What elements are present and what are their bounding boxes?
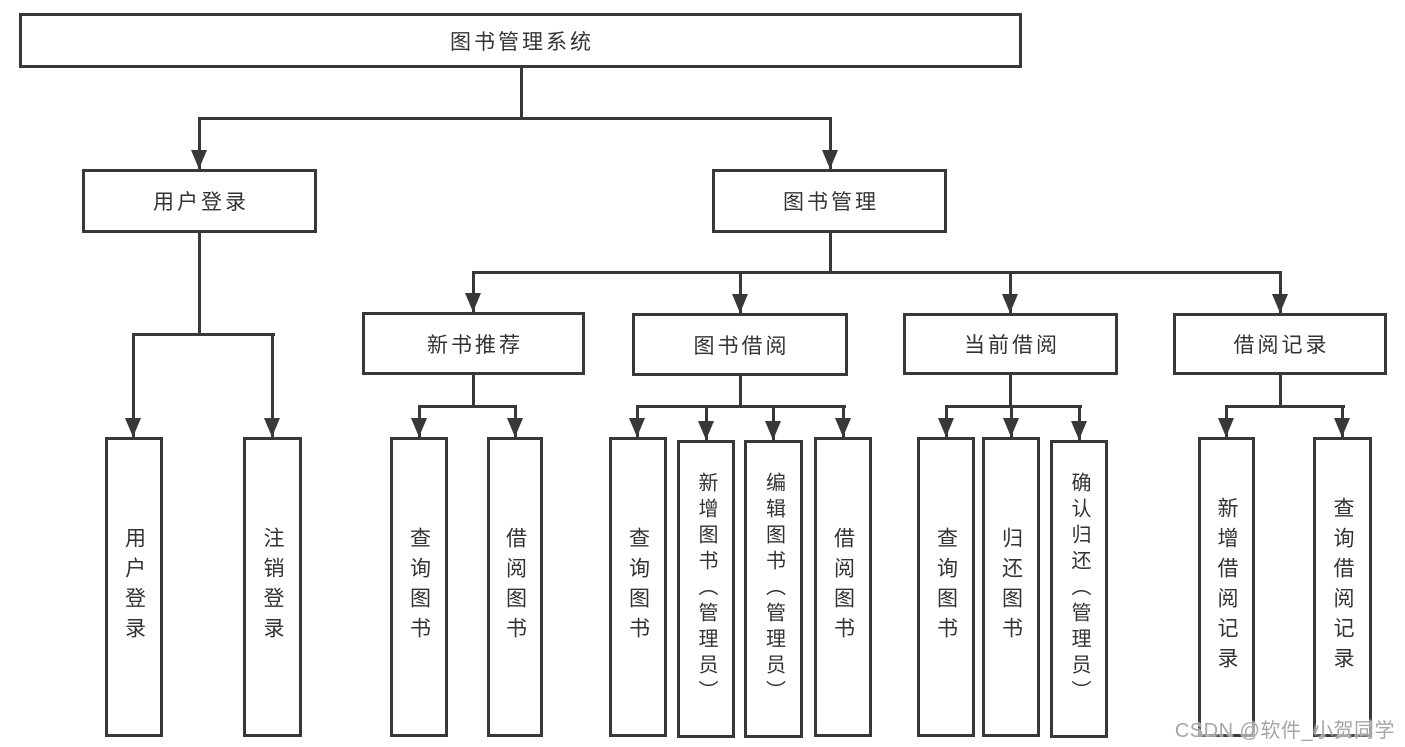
leaf-current-confirm-return-admin: 确认归还（管理员） [1050,440,1108,738]
arrow-to-br-query [1334,405,1350,437]
connector-level2-rail [197,117,832,120]
connector-new-book-rail [417,405,517,408]
leaf-borrow-borrow-books: 借阅图书 [814,437,872,737]
arrow-to-book-mgmt [822,117,838,169]
connector-new-book-stem [471,374,475,407]
connector-borrow-records-rail [1224,405,1345,408]
node-root: 图书管理系统 [19,13,1022,68]
connector-user-login-stem [197,233,201,335]
arrow-to-cb-confirm [1071,405,1087,440]
leaf-newbook-query-books: 查询图书 [390,437,448,737]
connector-current-borrow-rail [944,405,1082,408]
arrow-to-current-borrow [1002,271,1018,313]
arrow-to-leaf-login [125,333,141,437]
connector-book-mgmt-stem [828,233,832,274]
connector-borrow-records-stem [1278,374,1282,407]
node-borrow-records: 借阅记录 [1173,313,1387,375]
arrow-to-nb-query [411,405,427,437]
arrow-to-cb-return [1003,405,1019,437]
leaf-current-return-books: 归还图书 [982,437,1040,737]
arrow-to-bb-add [698,405,714,440]
leaf-borrow-query-books: 查询图书 [609,437,667,737]
connector-book-borrow-stem [738,375,742,407]
arrow-to-bb-edit [765,405,781,440]
node-new-book-recommend: 新书推荐 [362,312,585,375]
leaf-borrow-edit-books-admin: 编辑图书（管理员） [744,440,803,738]
arrow-to-borrow-records [1272,271,1288,313]
connector-book-borrow-rail [635,405,846,408]
arrow-to-cb-query [938,405,954,437]
leaf-logout: 注销登录 [243,437,302,737]
arrow-to-bb-borrow [835,405,851,437]
arrow-to-bb-query [629,405,645,437]
node-current-borrow: 当前借阅 [903,313,1118,375]
node-user-login: 用户登录 [82,169,317,233]
arrow-to-nb-borrow [507,405,523,437]
csdn-watermark: CSDN @软件_小贺同学 [1174,720,1395,742]
connector-level3-rail [471,271,1282,274]
arrow-to-user-login [191,117,207,169]
leaf-records-add-record: 新增借阅记录 [1198,437,1255,737]
leaf-user-login: 用户登录 [105,437,163,737]
connector-user-login-rail [131,333,275,336]
arrow-to-leaf-logout [264,333,280,437]
node-book-borrow: 图书借阅 [632,313,848,376]
connector-root-stem [519,67,523,120]
leaf-records-query-record: 查询借阅记录 [1313,437,1372,737]
leaf-borrow-add-books-admin: 新增图书（管理员） [677,440,735,738]
arrow-to-book-borrow [732,271,748,313]
leaf-current-query-books: 查询图书 [917,437,975,737]
arrow-to-new-book [465,271,481,312]
connector-current-borrow-stem [1008,374,1012,407]
arrow-to-br-add [1218,405,1234,437]
leaf-newbook-borrow-books: 借阅图书 [487,437,543,737]
node-book-management: 图书管理 [712,169,947,233]
